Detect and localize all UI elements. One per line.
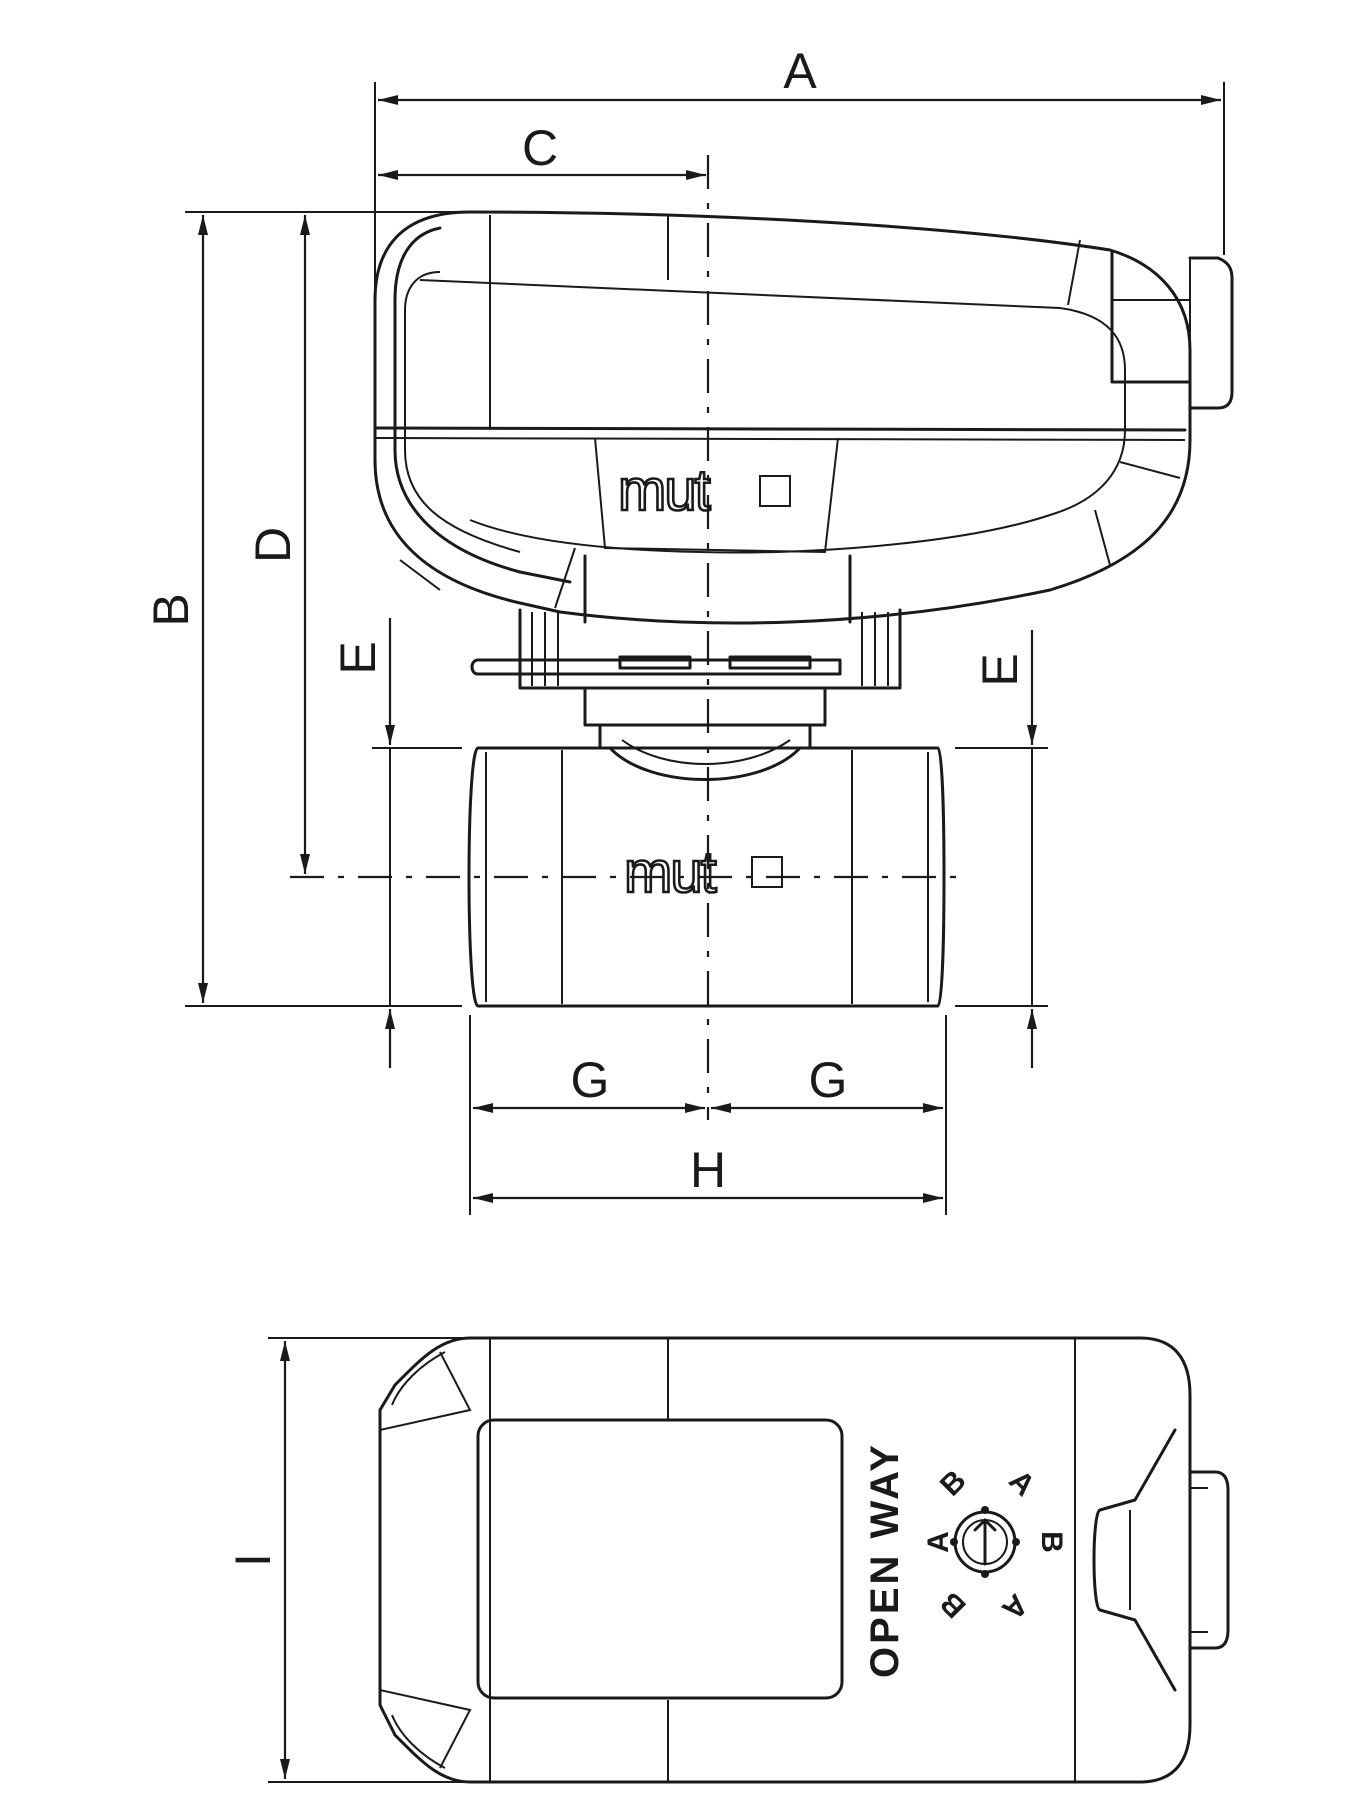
- dimension-label-h: H: [690, 1142, 726, 1198]
- valve-logo: mut: [623, 839, 783, 906]
- selector-mark-2: B: [934, 1464, 973, 1503]
- actuator-housing: [373, 210, 1234, 625]
- dimension-label-e-left: E: [330, 641, 386, 674]
- dimension-label-g-right: G: [809, 1052, 848, 1108]
- dimension-label-g-left: G: [571, 1052, 610, 1108]
- dimension-label-d: D: [245, 527, 301, 563]
- dimension-i: I: [225, 1337, 470, 1783]
- dimension-label-c: C: [522, 120, 558, 176]
- dimension-label-b: B: [143, 593, 199, 626]
- front-view: mut mut A C B D: [143, 43, 1234, 1215]
- dimension-b: B: [143, 211, 470, 1007]
- way-selector: A B A B A B: [922, 1464, 1068, 1626]
- selector-mark-5: A: [995, 1587, 1034, 1626]
- dimension-g-h: G G H: [469, 1015, 947, 1215]
- coupling-neck: [470, 554, 902, 781]
- selector-mark-3: A: [1002, 1464, 1041, 1503]
- top-view-housing: [378, 1336, 1192, 1784]
- selector-mark-4: B: [1035, 1531, 1068, 1553]
- dimension-d: D: [245, 215, 310, 874]
- dimension-label-e-right: E: [972, 653, 1028, 686]
- open-way-label: OPEN WAY: [863, 1442, 907, 1678]
- dimension-a: A: [374, 43, 1225, 300]
- selector-mark-6: B: [934, 1585, 973, 1624]
- valve-logo-text: mut: [624, 840, 717, 905]
- dimension-e-right: E: [955, 630, 1048, 1068]
- dimension-label-a: A: [783, 43, 817, 99]
- dimension-label-i: I: [225, 1553, 281, 1567]
- top-view: OPEN WAY A B A B A B I: [225, 1336, 1230, 1784]
- selector-mark-1: A: [922, 1531, 955, 1553]
- dimension-e-left: E: [330, 618, 462, 1068]
- top-view-connector: [1092, 1428, 1230, 1692]
- dimension-c: C: [378, 120, 706, 180]
- actuator-logo-text: mut: [618, 458, 711, 523]
- actuator-logo: mut: [617, 457, 791, 524]
- centerlines: [290, 155, 970, 1120]
